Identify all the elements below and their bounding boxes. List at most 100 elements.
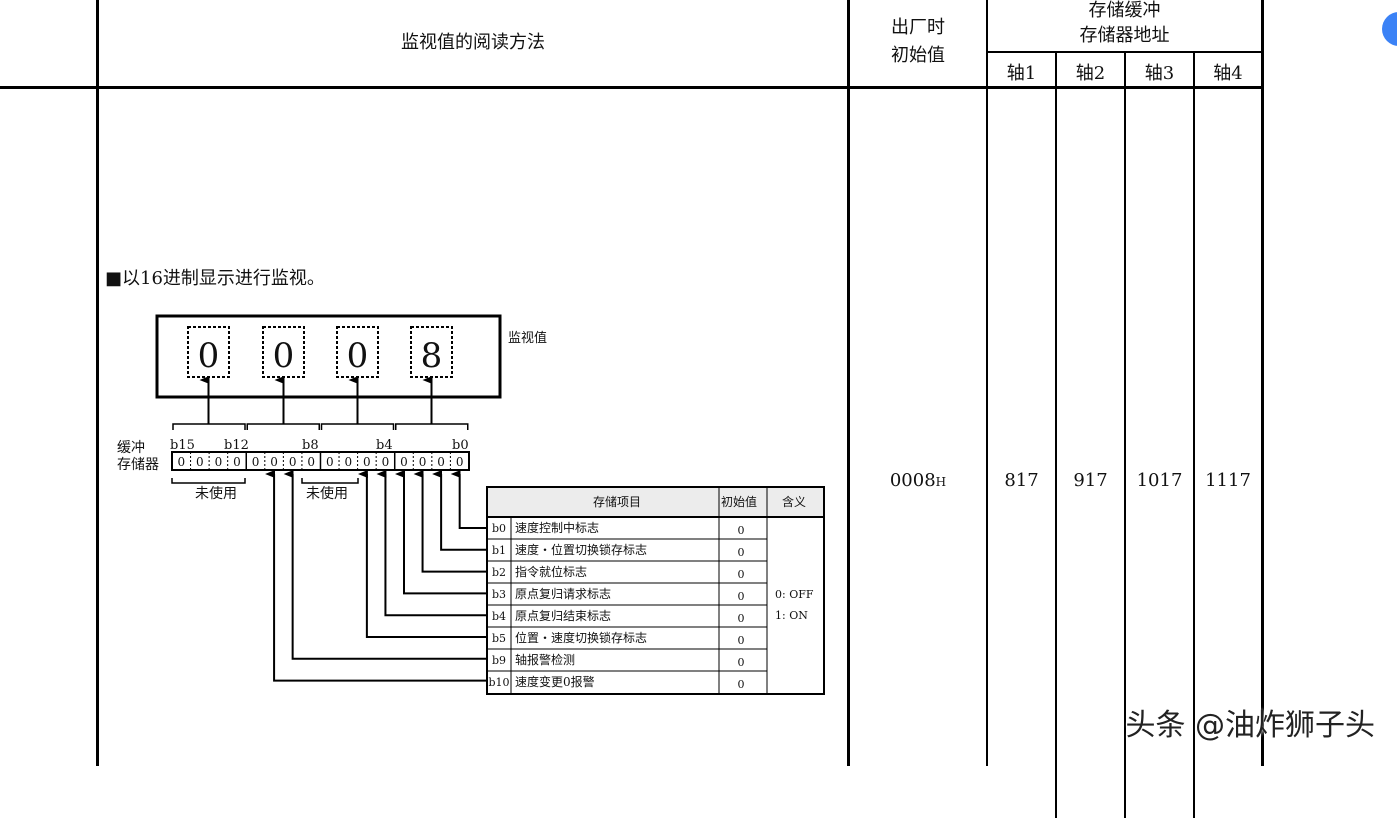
col-divider	[1193, 52, 1195, 818]
unused-label: 未使用	[306, 485, 348, 502]
row-bit: b1	[492, 544, 506, 557]
unused-bracket	[171, 478, 359, 484]
address-axis4: 1117	[1205, 470, 1251, 491]
register-bit: 0	[419, 455, 427, 469]
initial-value: 0008H	[889, 470, 947, 491]
row-bit: b4	[492, 610, 506, 623]
row-bit: b9	[492, 654, 506, 667]
nibble-bracket	[172, 423, 246, 430]
table-header-item: 存储项目	[593, 494, 641, 509]
register-bit: 0	[233, 455, 241, 469]
header-buffer-address: 存储缓冲存储器地址	[1079, 0, 1170, 46]
nibble-bracket	[320, 423, 395, 430]
row-item: 速度控制中标志	[515, 520, 599, 535]
unused-label: 未使用	[195, 485, 237, 502]
register-bit: 0	[400, 455, 408, 469]
bit-label: b8	[302, 438, 319, 453]
register-bit: 0	[196, 455, 204, 469]
row-bit: b0	[492, 522, 506, 535]
register-bit: 0	[326, 455, 334, 469]
bit-label: b12	[224, 438, 249, 453]
register-bit: 0	[344, 455, 352, 469]
meaning-on: 1: ON	[775, 609, 808, 622]
nibble-bracket	[246, 423, 320, 430]
row-init: 0	[738, 612, 745, 625]
table-header-meaning: 含义	[782, 494, 806, 509]
register-bit: 0	[307, 455, 315, 469]
row-item: 速度变更0报警	[515, 674, 595, 689]
row-init: 0	[738, 678, 745, 691]
register-bit: 0	[252, 455, 260, 469]
monitor-label: 监视值	[508, 330, 547, 346]
section-title: ■以16进制显示进行监视。	[105, 268, 325, 289]
bit-label: b15	[170, 438, 195, 453]
register-bit: 0	[270, 455, 278, 469]
row-bit: b5	[492, 632, 506, 645]
header-axis4: 轴4	[1213, 63, 1243, 84]
register-bit: 0	[215, 455, 223, 469]
table-header-init: 初始值	[721, 494, 757, 509]
register-bit: 0	[363, 455, 371, 469]
col-divider	[96, 0, 99, 766]
bit-arrow	[432, 470, 487, 551]
row-item: 轴报警检测	[515, 652, 575, 667]
row-item: 原点复归请求标志	[515, 587, 611, 601]
monitor-digit: 0	[347, 336, 369, 376]
col-divider	[1055, 52, 1057, 818]
row-bit: b3	[492, 588, 506, 601]
translate-icon[interactable]	[1382, 12, 1397, 46]
bit-arrow	[357, 470, 487, 638]
header-axis2: 轴2	[1075, 63, 1106, 84]
bit-arrow	[450, 470, 487, 529]
monitor-digit: 0	[198, 336, 220, 376]
row-bit: b2	[492, 566, 506, 579]
register-bit: 0	[177, 455, 185, 469]
header-axis1: 轴1	[1006, 63, 1037, 84]
header-subdivider	[987, 51, 1263, 53]
buffer-label: 存储器	[117, 457, 159, 473]
bit-label: b4	[376, 438, 393, 453]
row-item: 位置・速度切换锁存标志	[515, 630, 647, 645]
row-init: 0	[738, 568, 745, 581]
watermark: 头条 @油炸狮子头	[1125, 708, 1375, 743]
bit-arrow	[283, 470, 487, 660]
bit-arrow	[265, 470, 487, 682]
header-reading-method: 监视值的阅读方法	[401, 32, 545, 53]
meaning-off: 0: OFF	[775, 588, 814, 601]
col-divider	[847, 0, 850, 766]
register-bit: 0	[437, 455, 445, 469]
bit-arrow	[413, 470, 487, 573]
bit-label: b0	[452, 438, 469, 453]
nibble-bracket	[395, 423, 469, 430]
address-axis3: 1017	[1136, 470, 1183, 491]
monitor-box	[155, 314, 502, 399]
register-bit: 0	[289, 455, 297, 469]
header-divider	[0, 86, 1264, 89]
monitor-digit: 8	[421, 336, 443, 376]
row-bit: b10	[488, 676, 509, 689]
address-axis2: 917	[1073, 470, 1108, 491]
register-bit: 0	[382, 455, 390, 469]
row-init: 0	[738, 634, 745, 647]
row-item: 指令就位标志	[515, 564, 587, 579]
row-init: 0	[738, 590, 745, 603]
header-axis3: 轴3	[1144, 63, 1175, 84]
table-header	[487, 487, 824, 517]
row-item: 原点复归结束标志	[515, 609, 611, 623]
address-axis1: 817	[1004, 470, 1039, 491]
row-init: 0	[738, 656, 745, 669]
register-bit: 0	[456, 455, 464, 469]
col-divider	[1261, 0, 1264, 766]
row-init: 0	[738, 524, 745, 537]
monitor-digit: 0	[273, 336, 295, 376]
col-divider	[1124, 52, 1126, 818]
bit-table	[486, 486, 825, 695]
bit-arrow	[395, 470, 487, 595]
buffer-label: 缓冲	[117, 440, 145, 456]
row-item: 速度・位置切换锁存标志	[515, 542, 647, 557]
bit-arrow	[376, 470, 487, 617]
row-init: 0	[738, 546, 745, 559]
header-factory-initial: 出厂时初始值	[891, 17, 945, 66]
col-divider	[986, 0, 988, 766]
